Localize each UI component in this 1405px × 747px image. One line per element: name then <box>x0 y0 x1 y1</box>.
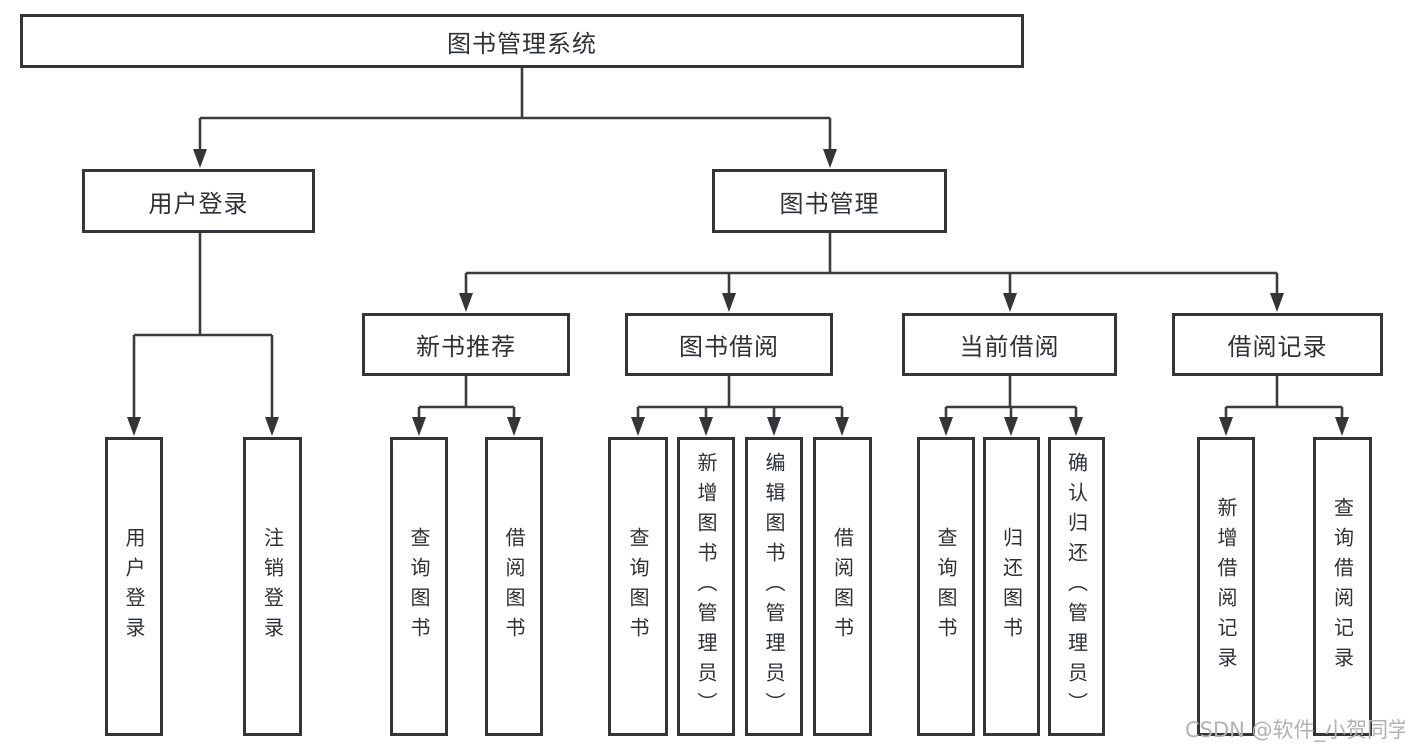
leaf-label: 编辑图书（管理员） <box>762 451 786 722</box>
leaf-label: 归还图书 <box>999 526 1024 647</box>
leaf-query-borrow-record: 查询借阅记录 <box>1313 437 1372 736</box>
node-book-borrow: 图书借阅 <box>625 313 833 376</box>
leaf-label: 查询借阅记录 <box>1330 496 1355 677</box>
leaf-add-book-admin: 新增图书（管理员） <box>677 437 735 736</box>
leaf-query-books-borrow: 查询图书 <box>608 437 668 736</box>
leaf-logout: 注销登录 <box>243 437 302 736</box>
leaf-label: 用户登录 <box>122 526 146 647</box>
leaf-add-borrow-record: 新增借阅记录 <box>1197 437 1255 736</box>
leaf-label: 注销登录 <box>260 526 285 647</box>
leaf-return-book: 归还图书 <box>983 437 1040 736</box>
leaf-label: 确认归还（管理员） <box>1064 451 1089 722</box>
node-borrow-records: 借阅记录 <box>1172 313 1383 376</box>
leaf-borrow-books: 借阅图书 <box>813 437 872 736</box>
leaf-query-books-recommend: 查询图书 <box>390 437 448 736</box>
leaf-label: 查询图书 <box>934 526 958 647</box>
leaf-label: 新增借阅记录 <box>1214 496 1238 677</box>
leaf-edit-book-admin: 编辑图书（管理员） <box>745 437 803 736</box>
leaf-borrow-books-recommend: 借阅图书 <box>485 437 543 736</box>
csdn-watermark: CSDN @软件_小贺同学 <box>1185 718 1405 742</box>
node-current-borrow: 当前借阅 <box>902 313 1117 376</box>
node-book-management: 图书管理 <box>712 169 947 233</box>
node-root-system: 图书管理系统 <box>20 14 1024 68</box>
node-user-login: 用户登录 <box>82 169 315 233</box>
node-new-book-recommend: 新书推荐 <box>362 313 570 376</box>
leaf-query-books-current: 查询图书 <box>917 437 975 736</box>
leaf-label: 借阅图书 <box>502 526 526 647</box>
leaf-confirm-return-admin: 确认归还（管理员） <box>1048 437 1105 736</box>
leaf-user-login: 用户登录 <box>105 437 163 736</box>
leaf-label: 借阅图书 <box>830 526 855 647</box>
arrowheads <box>127 149 1349 436</box>
leaf-label: 查询图书 <box>407 526 431 647</box>
leaf-label: 查询图书 <box>626 526 650 647</box>
leaf-label: 新增图书（管理员） <box>694 451 718 722</box>
